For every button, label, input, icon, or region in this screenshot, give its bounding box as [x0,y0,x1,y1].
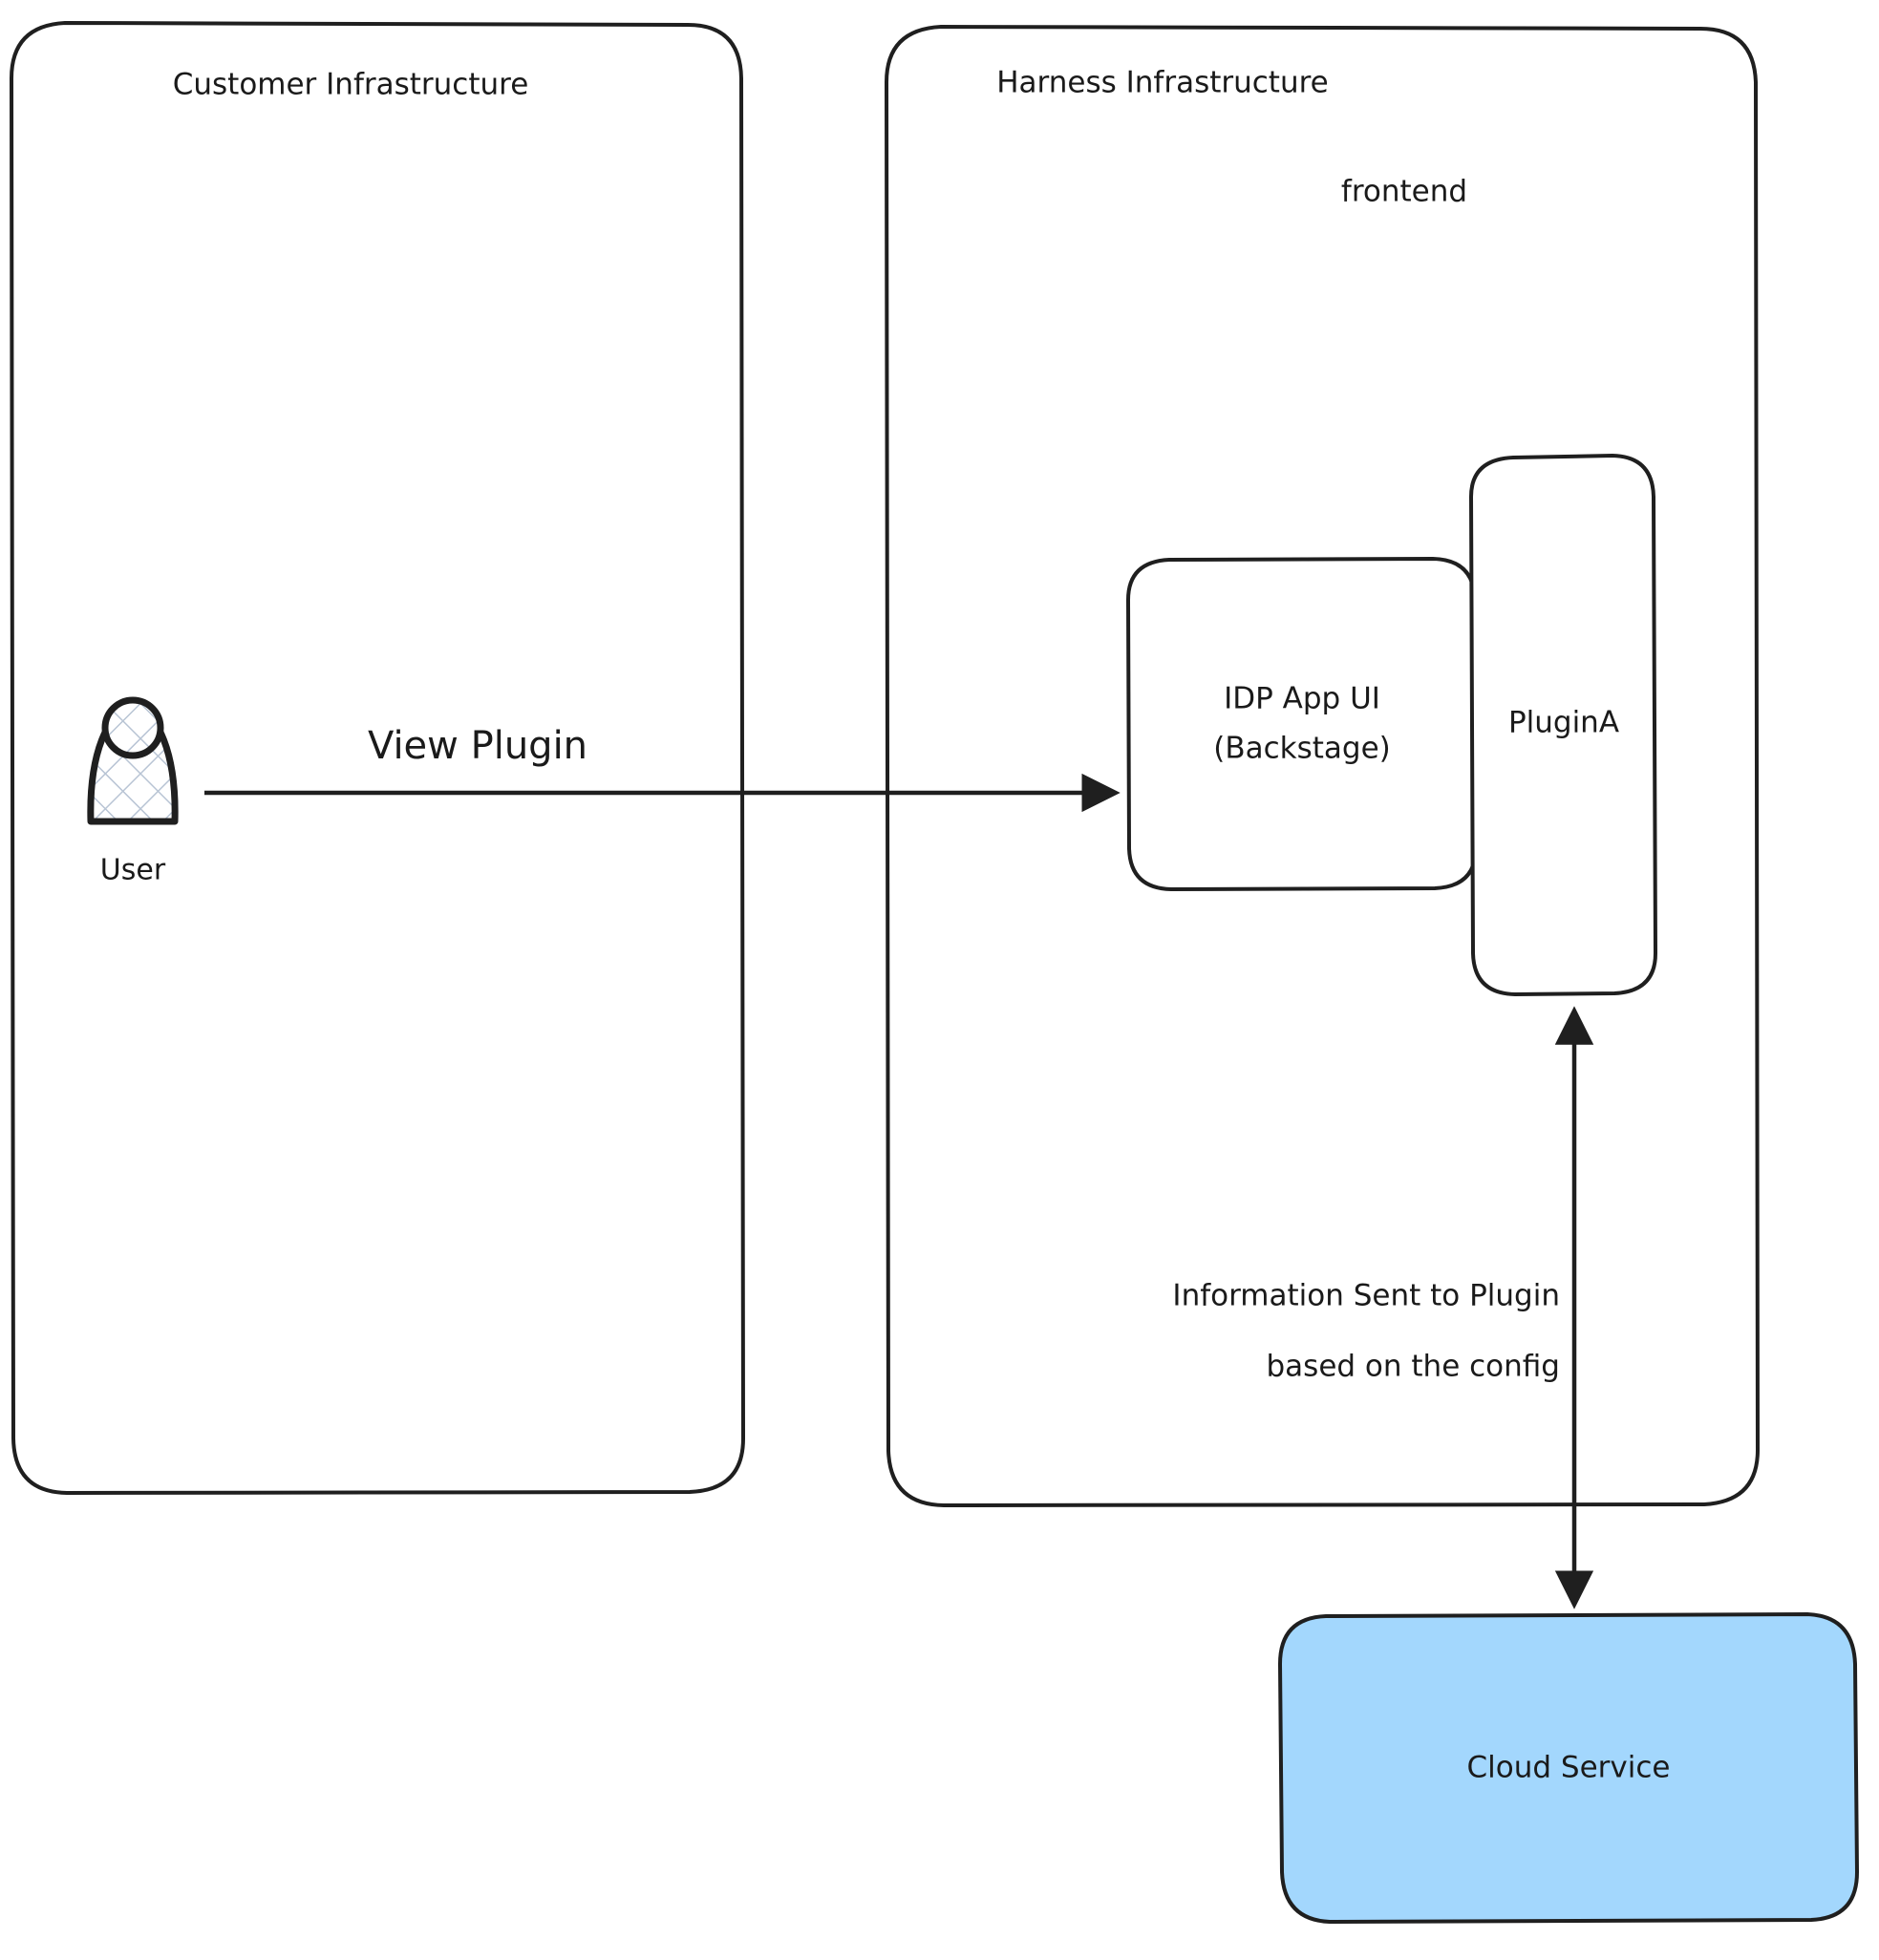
node-user[interactable]: User [87,696,179,887]
user-label: User [100,854,166,887]
harness-infrastructure-label: Harness Infrastructure [996,66,1329,100]
frontend-group-label: frontend [1341,175,1467,209]
container-customer-infrastructure[interactable]: Customer Infrastructure [10,21,745,1495]
customer-infrastructure-border [10,21,745,1495]
plugin-a-label: PluginA [1508,706,1619,740]
idp-app-ui-label-line2: (Backstage) [1213,732,1391,766]
edge-user-to-idp[interactable]: View Plugin [204,724,1121,813]
cloud-service-border [1278,1612,1859,1924]
node-plugin-a[interactable]: PluginA [1469,454,1657,996]
edge-plugin-to-cloud[interactable]: Information Sent to Plugin based on the … [1172,1006,1594,1609]
cloud-service-label: Cloud Service [1467,1751,1671,1785]
customer-infrastructure-label: Customer Infrastructure [173,68,529,102]
plugin-a-border [1469,454,1657,996]
edge-plugin-to-cloud-label-line1: Information Sent to Plugin [1172,1279,1560,1313]
node-cloud-service[interactable]: Cloud Service [1278,1612,1859,1924]
edge-user-to-idp-label: View Plugin [368,724,587,768]
node-idp-app-ui[interactable]: IDP App UI (Backstage) [1126,557,1478,891]
edge-plugin-to-cloud-label-line2: based on the config [1267,1350,1561,1384]
idp-app-ui-label-line1: IDP App UI [1224,682,1380,716]
idp-app-ui-border [1126,557,1478,891]
user-head-shape [101,696,164,759]
